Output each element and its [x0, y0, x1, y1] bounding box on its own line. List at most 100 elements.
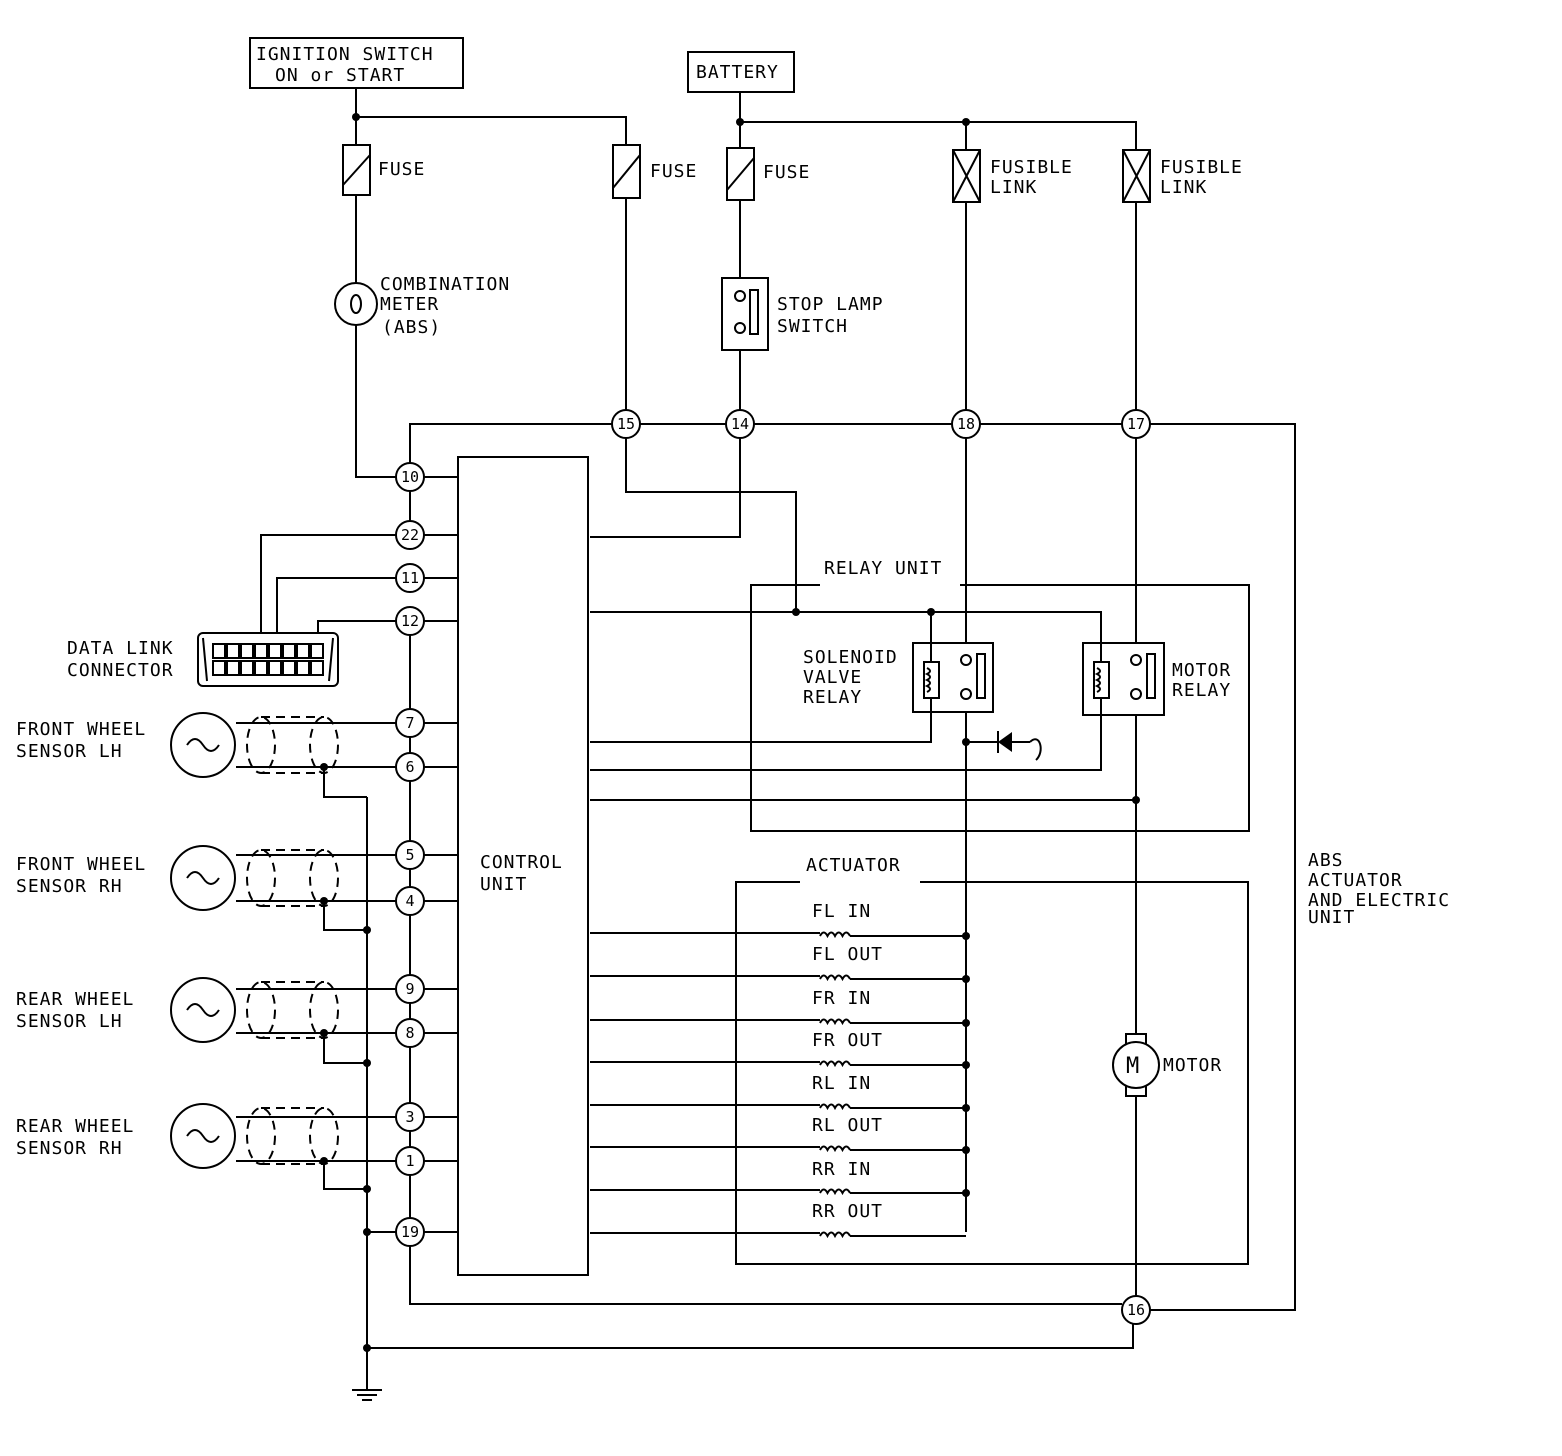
svg-text:14: 14 — [731, 415, 749, 433]
control-unit-line2: UNIT — [480, 874, 527, 895]
fusible-link-label-line1: FUSIBLE — [1160, 157, 1243, 178]
connector-pin-icon — [254, 643, 268, 659]
ignition-label-line1: IGNITION SWITCH — [256, 44, 434, 65]
pin-15: 15 — [611, 409, 641, 439]
abs-unit-line1: ABS — [1308, 850, 1344, 871]
combination-meter: COMBINATION METER (ABS) — [334, 274, 509, 338]
fuse-label: FUSE — [378, 159, 425, 180]
motor-relay-line1: MOTOR — [1172, 660, 1231, 681]
data-link-line2: CONNECTOR — [67, 660, 174, 681]
pin-17: 17 — [1121, 409, 1151, 439]
svg-text:17: 17 — [1127, 415, 1145, 433]
connector-pin-icon — [226, 643, 240, 659]
svg-text:19: 19 — [401, 1223, 419, 1241]
pin-5: 5 — [395, 840, 425, 870]
sensor-label-line1: REAR WHEEL — [16, 989, 134, 1010]
fusible-link-label-line1: FUSIBLE — [990, 157, 1073, 178]
stop-lamp-line1: STOP LAMP — [777, 294, 884, 315]
pin-22: 22 — [395, 520, 425, 550]
svg-text:6: 6 — [405, 758, 414, 776]
fusible-link-label-line2: LINK — [990, 177, 1037, 198]
solenoid-coil-icon — [819, 1188, 851, 1196]
fuse-ignition-2: FUSE — [612, 144, 697, 199]
relay-unit-title: RELAY UNIT — [824, 558, 942, 579]
sensor-label-line1: REAR WHEEL — [16, 1116, 134, 1137]
valve-label: FL OUT — [812, 944, 883, 965]
ignition-switch: IGNITION SWITCH ON or START — [249, 37, 464, 89]
solenoid-coil-icon — [819, 1231, 851, 1239]
pin-6: 6 — [395, 752, 425, 782]
rear-wheel-sensor-lh: REAR WHEEL SENSOR LH — [16, 977, 339, 1043]
junction-dots — [320, 113, 1140, 1352]
actuator-title: ACTUATOR — [806, 855, 901, 876]
front-wheel-sensor-rh: FRONT WHEEL SENSOR RH — [16, 845, 339, 911]
sensor-label-line2: SENSOR LH — [16, 1011, 123, 1032]
sensor-label-line1: FRONT WHEEL — [16, 719, 146, 740]
connector-pin-icon — [268, 660, 282, 676]
fusible-link-1: FUSIBLE LINK — [952, 149, 1073, 203]
svg-text:3: 3 — [405, 1108, 414, 1126]
solenoid-coil-icon — [819, 931, 851, 939]
rear-wheel-sensor-rh: REAR WHEEL SENSOR RH — [16, 1103, 339, 1169]
control-unit-line1: CONTROL — [480, 852, 563, 873]
svg-text:7: 7 — [405, 714, 414, 732]
pin-12: 12 — [395, 606, 425, 636]
combination-meter-line2: METER — [380, 294, 439, 315]
motor-symbol: M — [1126, 1054, 1140, 1079]
data-link-line1: DATA LINK — [67, 638, 174, 659]
svg-text:11: 11 — [401, 569, 419, 587]
battery: BATTERY — [687, 51, 795, 93]
svg-text:12: 12 — [401, 612, 419, 630]
connector-pin-icon — [212, 660, 226, 676]
motor-label: MOTOR — [1163, 1055, 1222, 1076]
abs-unit-line4: UNIT — [1308, 907, 1355, 928]
combination-meter-line3: (ABS) — [382, 317, 441, 338]
connector-pin-icon — [310, 660, 324, 676]
svg-text:10: 10 — [401, 468, 419, 486]
svg-text:8: 8 — [405, 1024, 414, 1042]
svg-text:1: 1 — [405, 1152, 414, 1170]
motor: M MOTOR — [1112, 1033, 1222, 1097]
connector-pin-icon — [296, 660, 310, 676]
pin-18: 18 — [951, 409, 981, 439]
diode-icon — [997, 731, 1030, 753]
control-unit: CONTROL UNIT — [457, 456, 589, 1276]
fusible-link-label-line2: LINK — [1160, 177, 1207, 198]
svg-text:22: 22 — [401, 526, 419, 544]
valve-label: FR OUT — [812, 1030, 883, 1051]
fuse-label: FUSE — [763, 162, 810, 183]
valve-label: RL OUT — [812, 1115, 883, 1136]
valve-label: RL IN — [812, 1073, 871, 1094]
connector-pins: 15 14 18 17 10 22 11 12 7 6 5 4 9 8 3 1 … — [395, 409, 1151, 1325]
valve-label: RR OUT — [812, 1201, 883, 1222]
pin-11: 11 — [395, 563, 425, 593]
abs-unit-line3: AND ELECTRIC — [1308, 890, 1450, 911]
connector-pin-icon — [254, 660, 268, 676]
solenoid-relay-line2: VALVE — [803, 667, 862, 688]
pin-8: 8 — [395, 1018, 425, 1048]
svg-text:18: 18 — [957, 415, 975, 433]
solenoid-coil-icon — [819, 1145, 851, 1153]
pin-7: 7 — [395, 708, 425, 738]
valve-label: FL IN — [812, 901, 871, 922]
relay-unit: RELAY UNIT SOLENOID VALVE RELAY MOTOR RE… — [750, 558, 1250, 832]
ignition-label-line2: ON or START — [275, 65, 405, 86]
svg-text:5: 5 — [405, 846, 414, 864]
fuse-ignition-1: FUSE — [342, 144, 425, 196]
fuse-label: FUSE — [650, 161, 697, 182]
pin-10: 10 — [395, 462, 425, 492]
connector-pin-icon — [212, 643, 226, 659]
fuse-battery: FUSE — [726, 147, 810, 201]
connector-pin-icon — [296, 643, 310, 659]
valve-label: RR IN — [812, 1159, 871, 1180]
sensor-label-line2: SENSOR RH — [16, 1138, 123, 1159]
sensor-label-line2: SENSOR LH — [16, 741, 123, 762]
connector-pin-icon — [282, 643, 296, 659]
pin-3: 3 — [395, 1102, 425, 1132]
solenoid-relay-line3: RELAY — [803, 687, 862, 708]
svg-text:16: 16 — [1127, 1301, 1145, 1319]
battery-label: BATTERY — [696, 62, 779, 83]
connector-pin-icon — [226, 660, 240, 676]
abs-unit-line2: ACTUATOR — [1308, 870, 1403, 891]
